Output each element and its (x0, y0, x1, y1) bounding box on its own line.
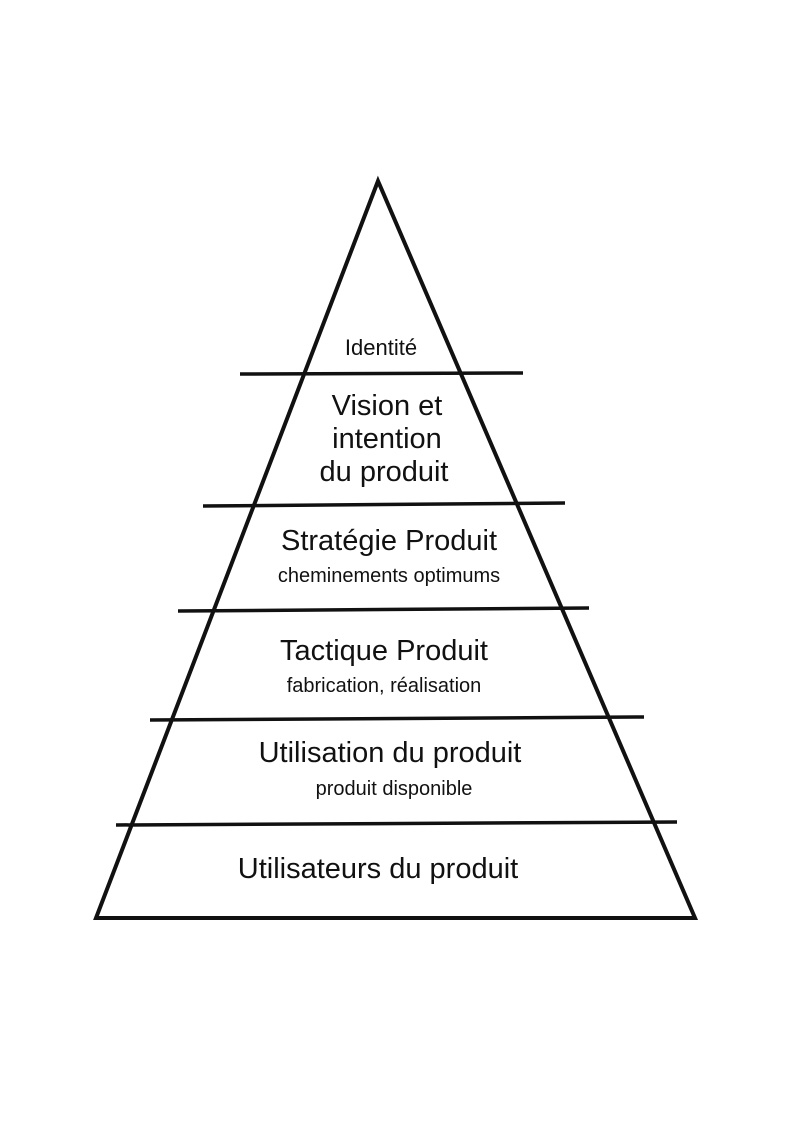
level-tactique: Tactique Produit fabrication, réalisatio… (280, 635, 488, 697)
level-vision-title-line-2: intention (332, 423, 442, 455)
level-utilisation: Utilisation du produit produit disponibl… (259, 737, 522, 800)
level-vision-title-line-3: du produit (320, 456, 449, 488)
level-utilisateurs-title: Utilisateurs du produit (238, 853, 518, 885)
level-vision-title-line-1: Vision et (332, 390, 443, 422)
divider-strategie-tactique (177, 606, 590, 613)
divider-vision-strategie (202, 501, 566, 508)
level-utilisation-title: Utilisation du produit (259, 737, 522, 769)
divider-utilisation-utilisateurs (115, 820, 678, 827)
level-identite: Identité (345, 335, 417, 360)
level-utilisation-subtitle: produit disponible (316, 778, 473, 800)
pyramid-outline (93, 175, 699, 920)
level-utilisateurs: Utilisateurs du produit (238, 853, 518, 885)
level-strategie-title: Stratégie Produit (281, 525, 497, 557)
level-strategie: Stratégie Produit cheminements optimums (278, 525, 500, 587)
divider-identite-vision (239, 371, 524, 376)
level-strategie-subtitle: cheminements optimums (278, 565, 500, 587)
level-vision: Vision et intention du produit (320, 390, 449, 488)
level-identite-title: Identité (345, 335, 417, 360)
level-tactique-subtitle: fabrication, réalisation (287, 675, 482, 697)
pyramid-structure (93, 175, 699, 920)
level-tactique-title: Tactique Produit (280, 635, 488, 667)
divider-tactique-utilisation (149, 715, 645, 722)
